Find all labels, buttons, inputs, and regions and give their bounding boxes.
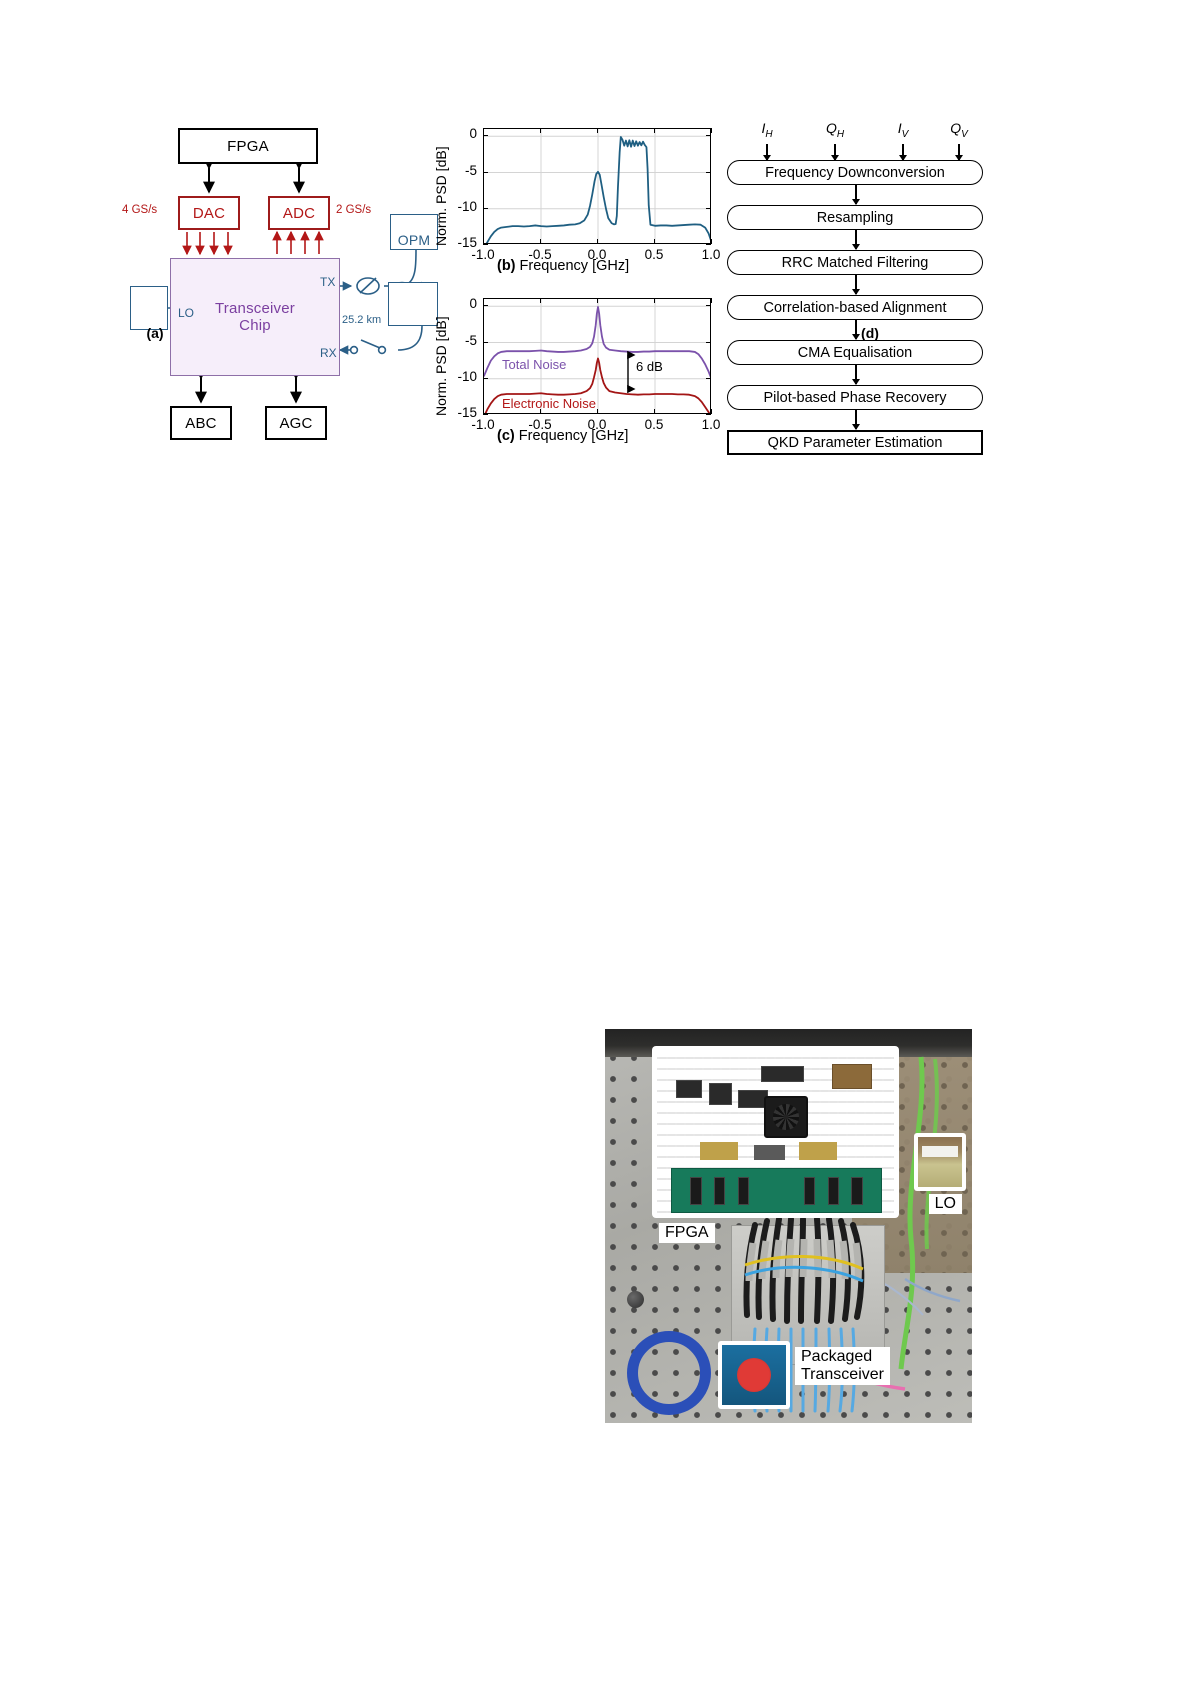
block-abc-label: ABC <box>185 414 217 432</box>
ytick-label: 0 <box>469 126 477 142</box>
block-opm: OPM <box>390 214 438 250</box>
block-adc-label: ADC <box>282 204 316 222</box>
label-dac-rate: 4 GS/s <box>122 204 158 216</box>
panel-b-ylabel: Norm. PSD [dB] <box>433 146 449 246</box>
panel-c-xlabel: (c) Frequency [GHz] <box>497 428 628 444</box>
xtick-label: -0.5 <box>528 247 552 262</box>
ytick-label: -5 <box>464 162 477 178</box>
block-dac-label: DAC <box>192 204 226 222</box>
block-abc: ABC <box>170 406 232 440</box>
block-agc: AGC <box>265 406 327 440</box>
photo-label-fpga: FPGA <box>659 1223 715 1243</box>
xtick-label: -1.0 <box>471 247 495 262</box>
panel-d-step-6: QKD Parameter Estimation <box>727 430 983 455</box>
annotation-6db: 6 dB <box>636 359 663 374</box>
ytick-label: -5 <box>464 332 477 348</box>
fpga-board-inset <box>652 1046 899 1218</box>
panel-b-chart: Norm. PSD [dB] -1.0 -0.5 0.0 0.5 1.0 0 -5 -10 -1… <box>425 118 725 288</box>
panel-b-xlabel: (b) Frequency [GHz] <box>497 258 629 274</box>
label-tx-port: TX <box>320 275 336 289</box>
lo-laser-image <box>918 1137 962 1187</box>
ytick-label: -10 <box>457 368 477 384</box>
panel-b-caption: (b) <box>497 258 516 274</box>
panel-c-xlabel-text: Frequency [GHz] <box>518 428 629 444</box>
photo-label-packaged-transceiver: Packaged Transceiver <box>795 1347 890 1385</box>
panel-d-input-label: IH <box>761 120 773 140</box>
panel-d-step-arrow <box>852 320 859 340</box>
xtick-label: 0.5 <box>644 247 664 262</box>
lo-laser-inset <box>914 1133 966 1191</box>
fpga-fan-icon <box>763 1096 808 1139</box>
panel-b-xlabel-text: Frequency [GHz] <box>519 258 630 274</box>
block-fpga: FPGA <box>178 128 318 164</box>
block-chip-label-line2: Chip <box>239 317 271 334</box>
photo-label-lo: LO <box>928 1194 962 1214</box>
panel-d-step-arrow <box>852 275 859 295</box>
label-adc-rate: 2 GS/s <box>336 204 372 216</box>
xtick-label: 0.0 <box>587 247 607 262</box>
panel-a-block-diagram: FPGA DAC ADC Transceiver Chip ABC AGC OP… <box>122 118 470 458</box>
panel-d-step-1: Resampling <box>727 205 983 230</box>
block-agc-label: AGC <box>279 414 313 432</box>
panel-d-input-label: IV <box>897 120 909 140</box>
panel-c-series-svg <box>484 299 710 413</box>
blue-fibre-spool <box>627 1331 711 1415</box>
panel-d-input-label: QH <box>825 120 845 140</box>
post-holder-knob <box>627 1291 644 1308</box>
panel-c-caption: (c) <box>497 428 515 444</box>
xtick-label: -1.0 <box>471 417 495 432</box>
label-lo-port: LO <box>178 306 195 320</box>
block-fpga-label: FPGA <box>227 137 269 155</box>
panel-d-step-arrow <box>852 410 859 430</box>
panel-d-step-4: CMA Equalisation <box>727 340 983 365</box>
panel-b-plot-area <box>483 128 711 244</box>
xtick-label: 1.0 <box>701 247 721 262</box>
laser-diode-icon <box>130 286 168 330</box>
block-adc: ADC <box>268 196 330 230</box>
panel-d-input-arrow <box>831 144 839 161</box>
xtick-label: 1.0 <box>701 417 721 432</box>
panel-b-series-svg <box>484 129 710 243</box>
ytick-label: -10 <box>457 198 477 214</box>
panel-d-step-2: RRC Matched Filtering <box>727 250 983 275</box>
label-rx-port: RX <box>320 346 337 360</box>
block-chip-label-line1: Transceiver <box>215 299 295 317</box>
panel-d-input-arrow <box>899 144 907 161</box>
packaged-transceiver-inset <box>718 1341 790 1409</box>
panel-c-chart: Norm. PSD [dB] Total Noise Electronic No… <box>425 288 725 463</box>
ytick-label: -15 <box>457 405 477 420</box>
block-transceiver-chip: Transceiver Chip <box>170 258 340 376</box>
panel-d-step-arrow <box>852 230 859 250</box>
legend-electronic-noise: Electronic Noise <box>502 396 596 411</box>
packaged-transceiver-image <box>722 1345 786 1405</box>
panel-d-step-3: Correlation-based Alignment <box>727 295 983 320</box>
panel-d-step-arrow <box>852 365 859 385</box>
block-opm-label: OPM <box>397 232 431 248</box>
ytick-label: 0 <box>469 296 477 312</box>
panel-c-plot-area: Total Noise Electronic Noise 6 dB <box>483 298 711 414</box>
block-dac: DAC <box>178 196 240 230</box>
panel-d-caption: (d) <box>861 325 879 341</box>
ytick-label: -15 <box>457 235 477 250</box>
panel-d-step-arrow <box>852 185 859 205</box>
panel-d-step-5: Pilot-based Phase Recovery <box>727 385 983 410</box>
legend-total-noise: Total Noise <box>502 357 567 372</box>
panel-c-ylabel: Norm. PSD [dB] <box>433 316 449 416</box>
panel-d-input-arrow <box>763 144 771 161</box>
panel-d-input-label: QV <box>950 120 968 140</box>
panel-d-input-arrow <box>955 144 963 161</box>
panel-a-caption: (a) <box>146 325 164 341</box>
xtick-label: -0.5 <box>528 417 552 432</box>
fpga-board-image <box>657 1051 894 1213</box>
label-fibre-length: 25.2 km <box>342 314 382 326</box>
experimental-setup-photo: FPGA LO Packaged Transceiver <box>605 1029 972 1423</box>
xtick-label: 0.5 <box>644 417 664 432</box>
fibre-spool-icon <box>388 282 438 326</box>
panel-d-step-0: Frequency Downconversion <box>727 160 983 185</box>
xtick-label: 0.0 <box>587 417 607 432</box>
